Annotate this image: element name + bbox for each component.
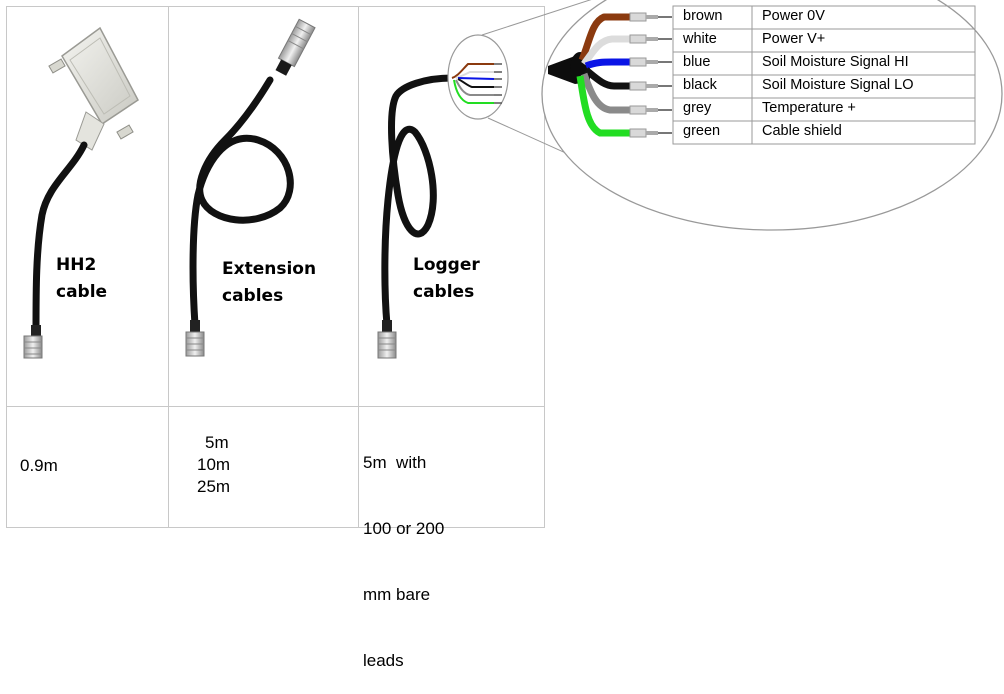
- wire-function-green: Cable shield: [762, 123, 842, 139]
- callout-wires: [548, 12, 672, 138]
- zoom-connector-top: [481, 0, 592, 36]
- wire-color-white: white: [683, 31, 717, 47]
- wire-function-white: Power V+: [762, 31, 826, 47]
- hh2-length: 0.9m: [20, 455, 58, 477]
- logger-length: 5m with 100 or 200 mm bare leads: [363, 408, 444, 694]
- wire-function-grey: Temperature +: [762, 100, 856, 116]
- wire-color-green: green: [683, 123, 721, 139]
- logger-length-line3: mm bare: [363, 585, 431, 604]
- table-border-right: [544, 6, 545, 528]
- logger-length-line2: 100 or 200: [363, 519, 445, 538]
- table-border-top: [6, 6, 545, 7]
- table-divider-1: [168, 6, 169, 528]
- table-divider-2: [358, 6, 359, 528]
- hh2-length-line: 0.9m: [20, 456, 58, 475]
- extension-length: 5m 10m 25m: [197, 432, 230, 498]
- logger-length-line4: leads: [363, 651, 404, 670]
- logger-cable-image: [377, 74, 456, 359]
- cable-illustrations: [23, 0, 1003, 359]
- wire-function-blue: Soil Moisture Signal HI: [762, 54, 909, 70]
- wire-color-blue: blue: [683, 54, 711, 70]
- logger-label-line1: Logger: [413, 255, 480, 275]
- extension-cable-image: [185, 18, 316, 357]
- zoom-detail-small: [447, 34, 509, 120]
- extension-label-line2: cables: [222, 286, 284, 306]
- extension-length-25m: 25m: [197, 477, 231, 496]
- wire-callout: [541, 0, 1003, 231]
- wire-color-black: black: [683, 77, 717, 93]
- logger-length-line1: 5m with: [363, 453, 427, 472]
- wire-function-brown: Power 0V: [762, 8, 825, 24]
- hh2-label-line1: HH2: [56, 255, 97, 275]
- wire-function-black: Soil Moisture Signal LO: [762, 77, 914, 93]
- hh2-cable-image: [23, 26, 139, 359]
- extension-length-10m: 10m: [197, 455, 231, 474]
- table-border-left: [6, 6, 7, 528]
- logger-cable-label: Logger cables: [413, 252, 480, 306]
- extension-length-5m: 5m: [205, 433, 229, 452]
- extension-cable-label: Extension cables: [222, 256, 316, 310]
- hh2-cable-label: HH2 cable: [56, 252, 107, 306]
- logger-label-line2: cables: [413, 282, 475, 302]
- dsub-connector-icon: [48, 26, 139, 151]
- extension-label-line1: Extension: [222, 259, 317, 279]
- wire-color-brown: brown: [683, 8, 723, 24]
- hh2-label-line2: cable: [56, 282, 108, 302]
- wire-table-grid: [672, 5, 976, 145]
- table-row-divider: [6, 406, 545, 407]
- wire-color-grey: grey: [683, 100, 712, 116]
- ferrule-icons: [629, 12, 672, 138]
